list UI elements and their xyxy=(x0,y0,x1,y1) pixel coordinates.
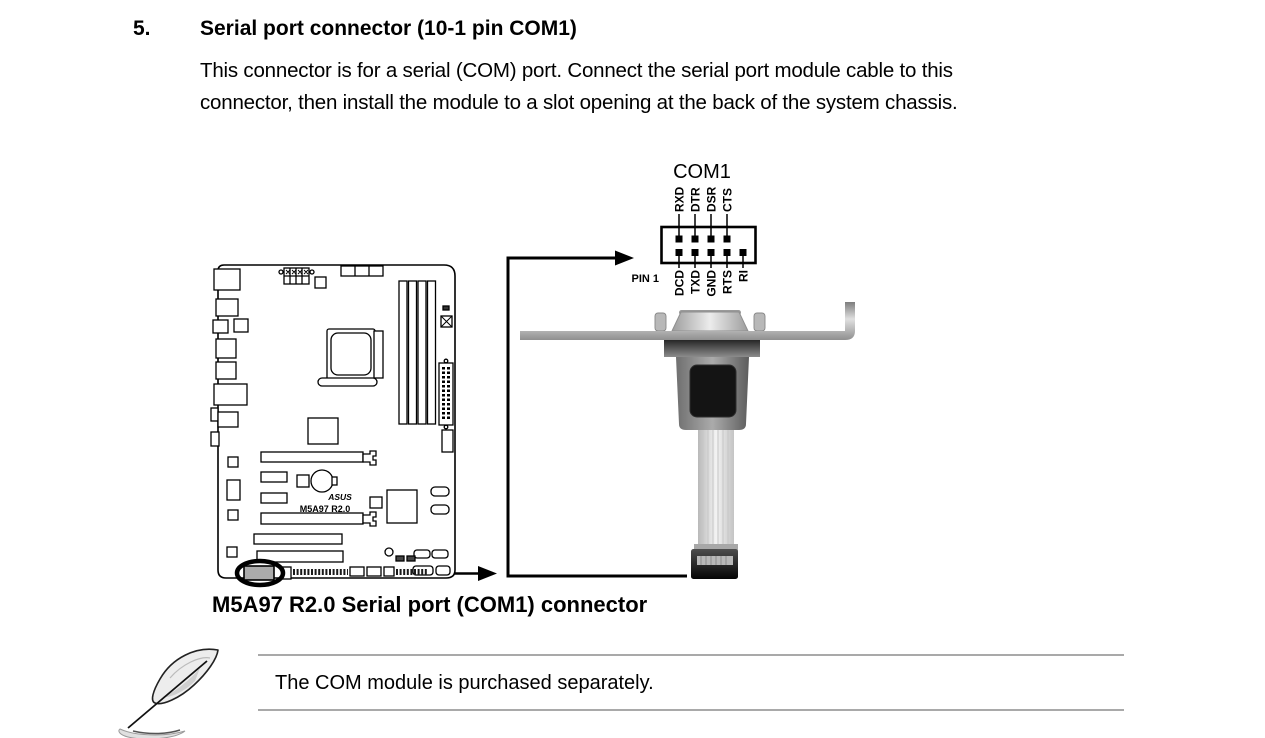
body-text-line-2: connector, then install the module to a … xyxy=(200,91,958,114)
sata-ports xyxy=(412,486,451,576)
pins xyxy=(675,235,747,256)
db9-shell xyxy=(671,311,749,332)
pin-header-box xyxy=(660,225,757,265)
atx-power-24pin xyxy=(438,358,454,430)
fan-headers xyxy=(340,265,384,277)
com-module-illustration xyxy=(520,302,855,579)
cpu-socket xyxy=(317,328,384,387)
pin-label-cts: CTS xyxy=(721,188,735,212)
small-jumper xyxy=(440,315,453,328)
pin-label-dtr: DTR xyxy=(689,187,703,212)
slot-bracket xyxy=(520,302,855,340)
pin-label-rxd: RXD xyxy=(673,186,687,212)
ram-slots xyxy=(398,280,437,425)
pin-label-txd: TXD xyxy=(689,270,703,294)
connector-title: COM1 xyxy=(673,161,731,183)
arrowhead-to-pin-diagram xyxy=(615,250,634,266)
pin-label-rts: RTS xyxy=(721,270,735,294)
bottom-pin-headers xyxy=(293,566,428,577)
screw-post-left xyxy=(654,312,667,332)
figure-caption: M5A97 R2.0 Serial port (COM1) connector xyxy=(212,592,648,617)
com1-header-on-board xyxy=(243,565,275,581)
pin-label-ri: RI xyxy=(737,270,751,282)
expansion-slots xyxy=(253,450,377,563)
note-text: The COM module is purchased separately. xyxy=(275,672,654,694)
connector-upper-body xyxy=(664,340,760,357)
motherboard-illustration xyxy=(210,264,456,580)
power-connector-8pin xyxy=(278,267,315,285)
cable-end-connector xyxy=(691,544,738,579)
section-title: Serial port connector (10-1 pin COM1) xyxy=(200,17,577,40)
arrowhead-from-board xyxy=(478,566,497,581)
rear-io-ports xyxy=(210,268,249,447)
com1-pin-diagram: COM1 RXD DTR DSR CTS xyxy=(631,161,757,297)
note-quill-icon xyxy=(118,648,219,738)
board-brand-logo: ASUS xyxy=(327,492,352,502)
pin1-label: PIN 1 xyxy=(631,273,659,285)
screw-post-right xyxy=(753,312,766,332)
section-number: 5. xyxy=(133,17,151,40)
note-rule-top xyxy=(258,654,1124,656)
pin-label-gnd: GND xyxy=(705,270,719,297)
board-model-label: M5A97 R2.0 xyxy=(300,504,351,514)
ribbon-cable xyxy=(698,420,734,546)
body-text-line-1: This connector is for a serial (COM) por… xyxy=(200,59,953,82)
chipset-north xyxy=(307,417,339,445)
com1-location-highlight xyxy=(234,558,286,588)
connector-face xyxy=(689,364,737,418)
note-rule-bottom xyxy=(258,709,1124,711)
pin-label-dcd: DCD xyxy=(673,270,687,296)
pin-label-dsr: DSR xyxy=(705,186,719,212)
cmos-battery xyxy=(310,469,334,493)
chipset-south xyxy=(386,489,418,524)
